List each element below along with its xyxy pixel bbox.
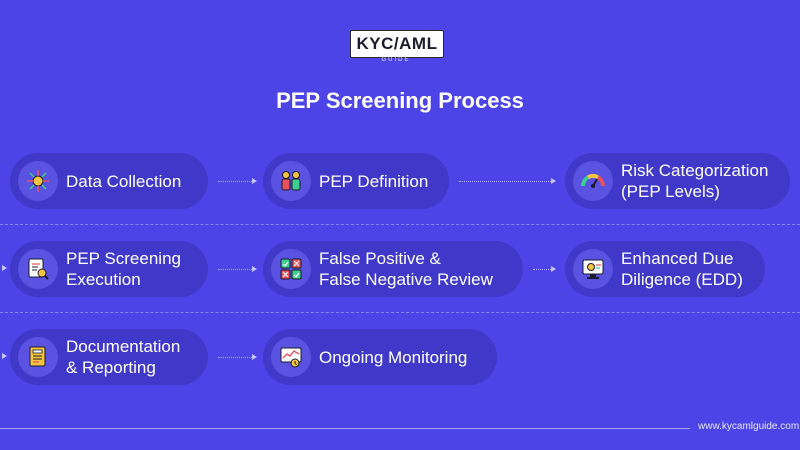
edd-monitor-icon bbox=[573, 249, 613, 289]
step-label: Risk Categorization (PEP Levels) bbox=[621, 161, 769, 201]
brand-logo: KYC/AML GUIDE bbox=[350, 30, 444, 66]
step-enhanced-due-diligence: Enhanced Due Diligence (EDD) bbox=[565, 241, 765, 297]
step-data-collection: Data Collection bbox=[10, 153, 208, 209]
step-label: PEP Screening Execution bbox=[66, 249, 181, 289]
connector-arrow-icon bbox=[252, 266, 257, 272]
logo-subtext: GUIDE bbox=[381, 57, 411, 63]
logo-wordmark: KYC/AML bbox=[350, 30, 444, 58]
step-label: Documentation & Reporting bbox=[66, 337, 181, 377]
row-entry-arrow-icon bbox=[2, 353, 7, 359]
step-label: Enhanced Due Diligence (EDD) bbox=[621, 249, 743, 289]
connector-7-8 bbox=[218, 357, 252, 358]
monitoring-icon bbox=[271, 337, 311, 377]
step-label: Ongoing Monitoring bbox=[319, 347, 468, 367]
row-separator bbox=[0, 224, 800, 225]
step-ongoing-monitoring: Ongoing Monitoring bbox=[263, 329, 497, 385]
step-false-positive-review: False Positive & False Negative Review bbox=[263, 241, 523, 297]
row-separator bbox=[0, 312, 800, 313]
connector-arrow-icon bbox=[252, 354, 257, 360]
screening-document-icon bbox=[18, 249, 58, 289]
step-label: PEP Definition bbox=[319, 171, 429, 191]
step-pep-screening-execution: PEP Screening Execution bbox=[10, 241, 208, 297]
connector-5-6 bbox=[533, 269, 551, 270]
connector-4-5 bbox=[218, 269, 252, 270]
step-pep-definition: PEP Definition bbox=[263, 153, 449, 209]
connector-arrow-icon bbox=[551, 266, 556, 272]
footer-divider bbox=[0, 428, 690, 429]
connector-arrow-icon bbox=[551, 178, 556, 184]
step-documentation-reporting: Documentation & Reporting bbox=[10, 329, 208, 385]
step-label: Data Collection bbox=[66, 171, 182, 191]
step-risk-categorization: Risk Categorization (PEP Levels) bbox=[565, 153, 790, 209]
connector-1-2 bbox=[218, 181, 252, 182]
connector-2-3 bbox=[459, 181, 551, 182]
connector-arrow-icon bbox=[252, 178, 257, 184]
page-title: PEP Screening Process bbox=[276, 88, 524, 113]
row-entry-arrow-icon bbox=[2, 265, 7, 271]
review-matrix-icon bbox=[271, 249, 311, 289]
documentation-icon bbox=[18, 337, 58, 377]
data-collection-icon bbox=[18, 161, 58, 201]
risk-gauge-icon bbox=[573, 161, 613, 201]
step-label: False Positive & False Negative Review bbox=[319, 249, 493, 289]
pep-definition-icon bbox=[271, 161, 311, 201]
footer-website-link[interactable]: www.kycamlguide.com bbox=[698, 421, 800, 432]
